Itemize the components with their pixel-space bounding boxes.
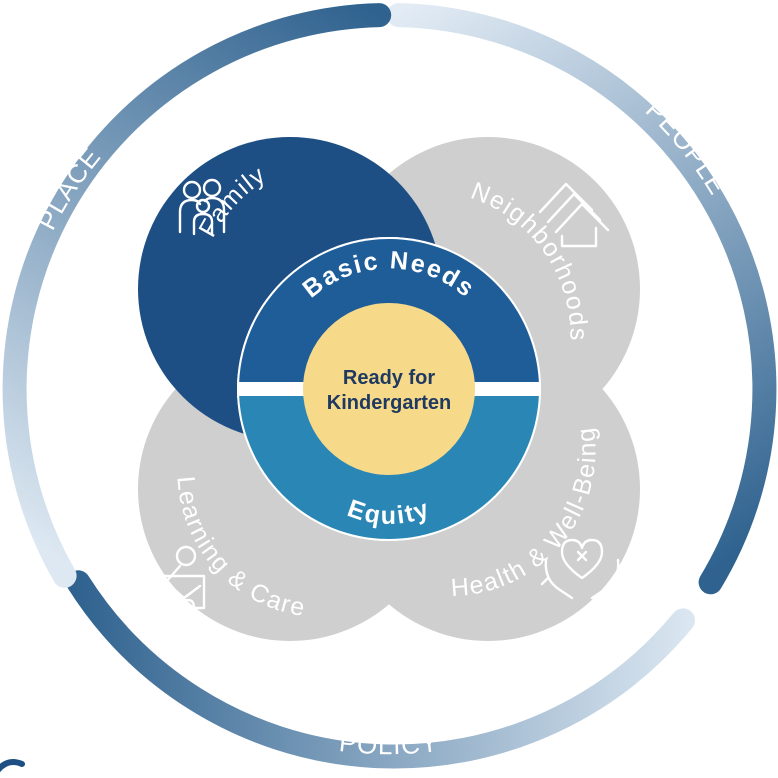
svg-text:POLICY: POLICY	[338, 727, 441, 760]
logo-fragment	[0, 759, 25, 773]
ring-arc-policy	[66, 570, 695, 769]
ring-label-place: PLACE	[31, 141, 105, 234]
houses-icon	[538, 182, 610, 248]
ring-arc-people	[386, 3, 777, 595]
center-label-line2: Kindergarten	[327, 392, 451, 414]
child-puzzle-icon	[162, 545, 206, 610]
ring-label-policy: POLICY	[338, 727, 440, 760]
family-icon	[178, 178, 226, 236]
heart-hands-icon	[540, 538, 624, 600]
center-label-line1: Ready for	[343, 367, 435, 389]
svg-text:PLACE: PLACE	[31, 141, 106, 234]
center-circle	[303, 303, 475, 475]
ring-arc-place	[2, 3, 392, 588]
svg-text:PEOPLE: PEOPLE	[640, 94, 733, 200]
ring-label-people: PEOPLE	[640, 94, 732, 200]
